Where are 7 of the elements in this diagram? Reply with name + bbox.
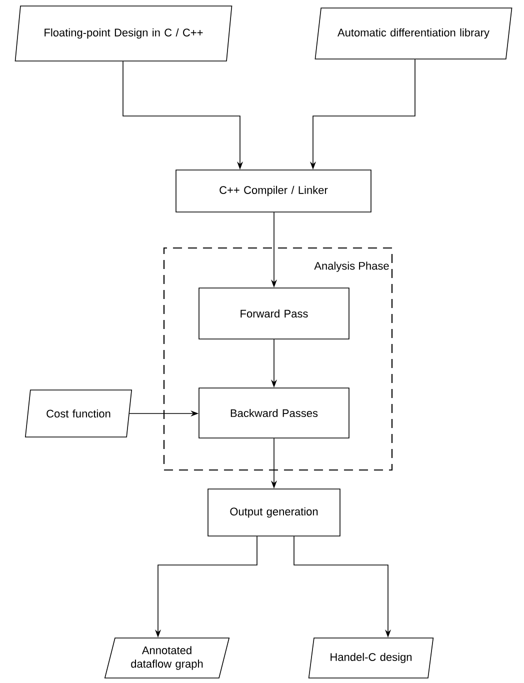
process-box: Forward Pass [198, 288, 350, 340]
input-parallelogram: Automatic differentiation library [314, 8, 512, 60]
output-parallelogram: Handel-C design [308, 638, 434, 678]
input-parallelogram: Floating-point Design in C / C++ [14, 6, 232, 62]
process-box: Output generation [208, 488, 340, 536]
process-box: C++ Compiler / Linker [176, 170, 372, 212]
process-box: Backward Passes [198, 388, 350, 438]
